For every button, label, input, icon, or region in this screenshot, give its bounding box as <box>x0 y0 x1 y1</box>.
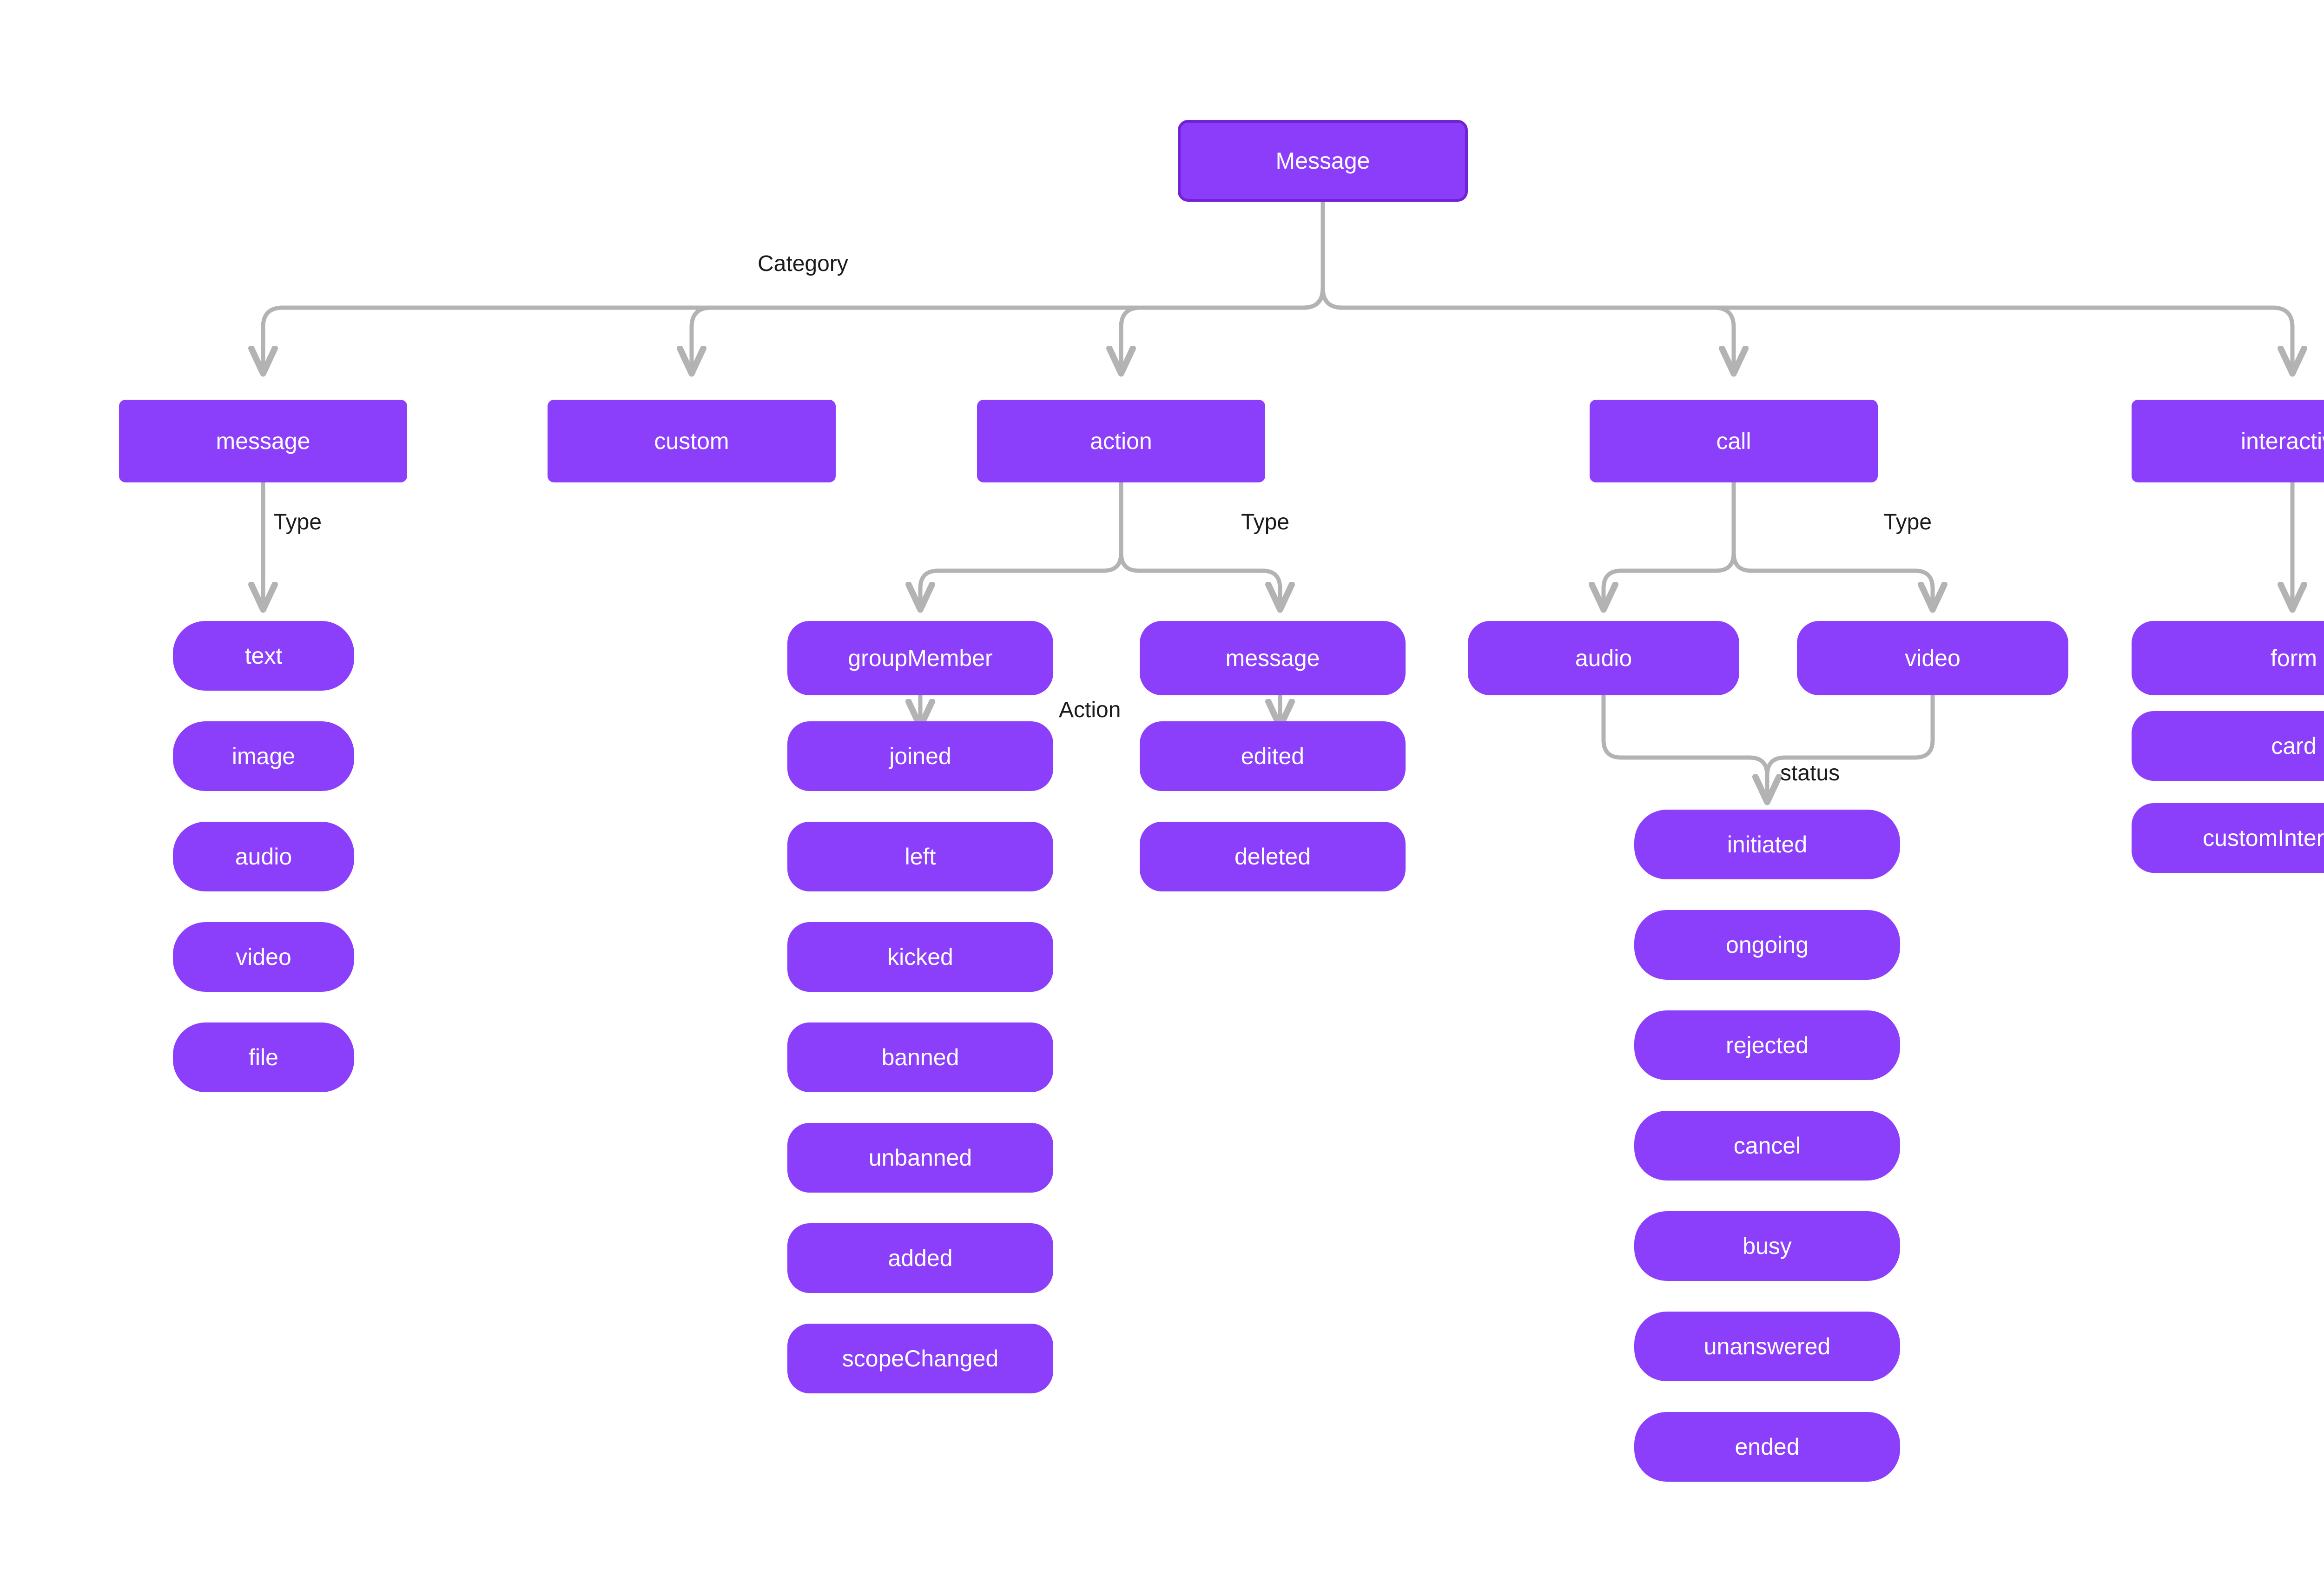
node-label: call <box>1716 428 1751 454</box>
node-message-type-text[interactable]: text <box>173 621 354 691</box>
node-label: initiated <box>1727 831 1808 857</box>
node-label: text <box>244 642 283 669</box>
node-call-status-cancel[interactable]: cancel <box>1634 1111 1900 1181</box>
node-label: unanswered <box>1703 1333 1831 1359</box>
node-label: rejected <box>1726 1032 1809 1058</box>
node-label: scopeChanged <box>842 1345 999 1372</box>
node-label: message <box>1225 645 1320 671</box>
node-label: customInteractive <box>2203 824 2324 851</box>
edge-label-type-call: Type <box>1883 510 1932 534</box>
node-category-message[interactable]: message <box>119 400 407 482</box>
node-groupmember-action-unbanned[interactable]: unbanned <box>787 1123 1053 1193</box>
node-label: unbanned <box>868 1144 972 1171</box>
node-label: interactive <box>2241 428 2324 454</box>
node-interactive-type-form[interactable]: form <box>2132 621 2324 695</box>
node-label: added <box>888 1245 953 1271</box>
node-label: video <box>236 943 291 970</box>
node-call-status-rejected[interactable]: rejected <box>1634 1010 1900 1080</box>
node-label: joined <box>889 743 951 769</box>
node-label: video <box>1905 645 1961 671</box>
node-message-root[interactable]: Message <box>1178 120 1468 202</box>
node-label: busy <box>1743 1233 1792 1259</box>
node-label: audio <box>235 843 292 870</box>
node-call-status-ongoing[interactable]: ongoing <box>1634 910 1900 980</box>
node-label: custom <box>654 428 729 454</box>
node-category-action[interactable]: action <box>977 400 1265 482</box>
node-label: groupMember <box>848 645 993 671</box>
node-interactive-type-card[interactable]: card <box>2132 711 2324 781</box>
edge-label-type-action: Type <box>1241 510 1290 534</box>
node-groupmember-action-banned[interactable]: banned <box>787 1022 1053 1092</box>
node-call-status-unanswered[interactable]: unanswered <box>1634 1312 1900 1381</box>
node-call-status-ended[interactable]: ended <box>1634 1412 1900 1482</box>
node-message-action-edited[interactable]: edited <box>1140 721 1406 791</box>
node-label: deleted <box>1234 843 1311 870</box>
node-label: kicked <box>887 943 953 970</box>
node-label: file <box>249 1044 278 1070</box>
node-category-custom[interactable]: custom <box>548 400 836 482</box>
node-label: card <box>2271 732 2317 759</box>
node-groupmember-action-added[interactable]: added <box>787 1223 1053 1293</box>
node-groupmember-action-kicked[interactable]: kicked <box>787 922 1053 992</box>
node-label: edited <box>1241 743 1305 769</box>
edge-label-type-message: Type <box>273 510 322 534</box>
node-message-type-video[interactable]: video <box>173 922 354 992</box>
node-label: ended <box>1735 1433 1800 1460</box>
node-call-type-audio[interactable]: audio <box>1468 621 1739 695</box>
node-label: cancel <box>1733 1132 1801 1159</box>
node-label: left <box>905 843 936 870</box>
node-label: message <box>216 428 310 454</box>
node-message-type-file[interactable]: file <box>173 1022 354 1092</box>
node-label: Message <box>1275 147 1370 174</box>
node-call-status-initiated[interactable]: initiated <box>1634 810 1900 879</box>
node-groupmember-action-left[interactable]: left <box>787 822 1053 891</box>
node-message-action-deleted[interactable]: deleted <box>1140 822 1406 891</box>
node-label: action <box>1090 428 1152 454</box>
node-label: image <box>231 743 296 769</box>
node-message-type-image[interactable]: image <box>173 721 354 791</box>
node-groupmember-action-scopechanged[interactable]: scopeChanged <box>787 1324 1053 1393</box>
node-label: audio <box>1575 645 1632 671</box>
node-call-type-video[interactable]: video <box>1797 621 2068 695</box>
edge-label-category: Category <box>758 251 848 276</box>
node-call-status-busy[interactable]: busy <box>1634 1211 1900 1281</box>
edge-label-action: Action <box>1059 698 1121 722</box>
node-groupmember-action-joined[interactable]: joined <box>787 721 1053 791</box>
node-interactive-type-custominteractive[interactable]: customInteractive <box>2132 803 2324 873</box>
node-action-type-groupmember[interactable]: groupMember <box>787 621 1053 695</box>
edge-label-status: status <box>1780 761 1840 785</box>
node-label: banned <box>881 1044 959 1070</box>
node-message-type-audio[interactable]: audio <box>173 822 354 891</box>
node-category-call[interactable]: call <box>1590 400 1878 482</box>
node-label: form <box>2271 645 2317 671</box>
node-category-interactive[interactable]: interactive <box>2132 400 2324 482</box>
node-action-type-message[interactable]: message <box>1140 621 1406 695</box>
node-label: ongoing <box>1726 931 1809 958</box>
